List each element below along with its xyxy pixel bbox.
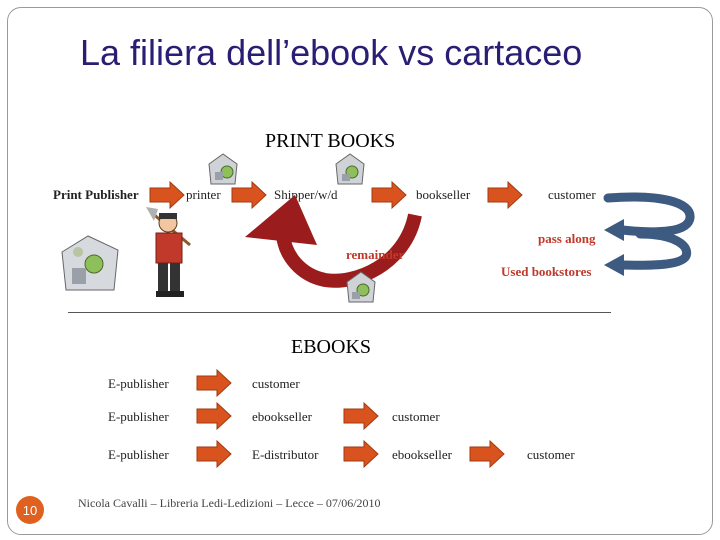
ebook-row1-publisher: E-publisher [108, 376, 169, 392]
warehouse-figure-icon [58, 232, 122, 294]
arrow-row3-2 [344, 441, 378, 467]
slide-title: La filiera dell’ebook vs cartaceo [80, 32, 582, 74]
lumberjack-figure-icon [140, 205, 200, 300]
ebook-row2-ebookseller: ebookseller [252, 409, 312, 425]
ebook-row2-customer: customer [392, 409, 440, 425]
arrow-row3-1 [197, 441, 231, 467]
arrow-row3-3 [470, 441, 504, 467]
pass-along-loop-icon [600, 188, 700, 278]
shipper-figure-icon [332, 152, 368, 188]
ebook-row3-publisher: E-publisher [108, 447, 169, 463]
used-bookstores-label: Used bookstores [501, 264, 591, 280]
remainder-label: remainder [346, 247, 404, 263]
section-divider [68, 312, 611, 313]
ebook-row3-ebookseller: ebookseller [392, 447, 452, 463]
remainder-figure-icon [343, 270, 379, 306]
arrow-bookseller-customer [488, 182, 522, 208]
page-number-badge: 10 [16, 496, 44, 524]
ebook-row3-customer: customer [527, 447, 575, 463]
printer-label: printer [186, 187, 221, 203]
slide-footer: Nicola Cavalli – Libreria Ledi-Ledizioni… [78, 496, 381, 511]
arrow-row2-1 [197, 403, 231, 429]
arrow-row2-2 [344, 403, 378, 429]
ebooks-heading: EBOOKS [291, 336, 371, 359]
pass-along-label: pass along [538, 231, 595, 247]
ebook-row2-publisher: E-publisher [108, 409, 169, 425]
ebook-row3-distributor: E-distributor [252, 447, 318, 463]
print-books-heading: PRINT BOOKS [265, 130, 395, 153]
arrow-row1-1 [197, 370, 231, 396]
print-publisher-label: Print Publisher [53, 187, 139, 203]
customer-label: customer [548, 187, 596, 203]
ebook-row1-customer: customer [252, 376, 300, 392]
